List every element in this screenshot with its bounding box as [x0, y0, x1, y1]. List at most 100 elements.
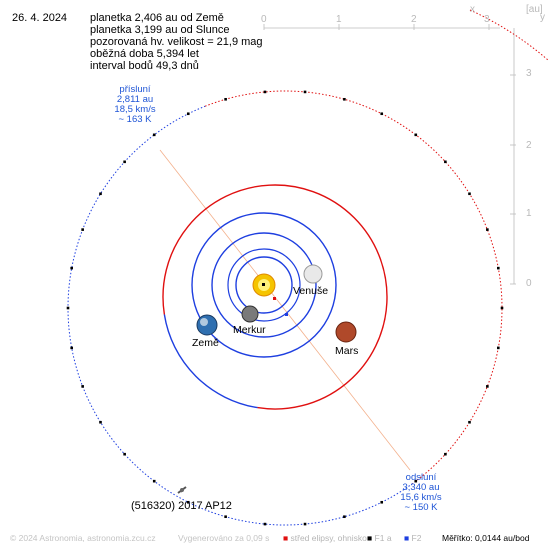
asteroid-interval-point [303, 522, 307, 526]
ellipse-center-marker [273, 297, 276, 300]
asteroid-interval-point [303, 90, 307, 94]
asteroid-interval-point [263, 90, 267, 94]
legend-f2-marker: ■ [404, 533, 410, 543]
mercury-orbit [235, 256, 293, 314]
legend-center-text: střed elipsy, ohnisko [290, 533, 367, 543]
legend-f2-text: F2 [411, 533, 422, 543]
mars-orbit-blue [163, 314, 258, 409]
legend-center-marker: ■ [283, 533, 289, 543]
venus-orbit [211, 232, 317, 338]
y-tick-1: 1 [526, 208, 532, 219]
perihelion-title: přísluní [119, 84, 151, 95]
mars-label: Mars [335, 345, 359, 357]
inner-orbit [227, 248, 301, 322]
asteroid-interval-point [186, 112, 190, 116]
asteroid-orbit-red [204, 90, 503, 484]
asteroid-interval-point [81, 385, 84, 388]
y-tick-2: 2 [526, 140, 532, 151]
earth-icon [196, 314, 218, 336]
asteroid-interval-point [70, 346, 73, 350]
asteroid-interval-point [343, 515, 346, 519]
asteroid-interval-point [99, 420, 102, 424]
asteroid-interval-point [70, 266, 73, 270]
asteroid-interval-point [152, 133, 156, 137]
info-line-period: oběžná doba 5,394 let [90, 48, 199, 60]
asteroid-orbit-blue [67, 105, 413, 526]
legend-center: ■ střed elipsy, ohnisko [283, 533, 367, 543]
date-label: 26. 4. 2024 [12, 12, 68, 24]
legend-f2: ■ F2 [404, 533, 421, 543]
apsis-line [159, 149, 411, 471]
perihelion-temp: ~ 163 K [118, 114, 152, 125]
info-line-interval: interval bodů 49,3 dnů [90, 60, 199, 72]
asteroid-interval-point [500, 306, 504, 310]
legend-f1: ■ F1 a [367, 533, 392, 543]
legend-f1-marker: ■ [367, 533, 373, 543]
asteroid-interval-point [123, 452, 126, 456]
asteroid-interval-point [414, 479, 418, 483]
x-tick-1: 1 [336, 14, 342, 25]
x-tick-0: 0 [261, 14, 267, 25]
legend-a-text: a [386, 533, 392, 543]
bodies [177, 264, 357, 494]
asteroid-interval-point [81, 228, 84, 231]
asteroid-interval-point [224, 97, 227, 101]
mercury-icon [241, 305, 259, 323]
x-tick-2: 2 [411, 14, 417, 25]
mercury-label: Merkur [233, 324, 266, 336]
asteroid-body [180, 488, 184, 492]
asteroid-interval-point [468, 192, 471, 196]
mars-icon [335, 321, 357, 343]
asteroid-interval-point [380, 500, 384, 504]
asteroid-interval-point [497, 346, 500, 350]
asteroid-interval-point [497, 266, 500, 270]
aphelion-distance: 3,340 au [402, 482, 440, 493]
asteroid-interval-point [66, 306, 70, 310]
info-line-sun-distance: planetka 3,199 au od Slunce [90, 24, 230, 36]
asteroid-interval-point [99, 192, 102, 196]
asteroid-interval-point [380, 112, 384, 116]
aphelion-title: odsluní [405, 472, 437, 483]
venus-label: Venuše [293, 285, 329, 297]
asteroid-interval-point [343, 97, 346, 101]
focus-f2-marker [285, 313, 288, 316]
mars-orbit-red [162, 184, 388, 410]
legend-f1-text: F1 [374, 533, 385, 543]
aphelion-speed: 15,6 km/s [400, 492, 442, 503]
asteroid-interval-point [468, 420, 471, 424]
asteroid-interval-point [486, 228, 489, 231]
y-tick-3: 3 [526, 68, 532, 79]
asteroid-name: (516320) 2017 AP12 [131, 500, 232, 512]
asteroid-interval-point [224, 515, 227, 519]
asteroid-interval-point [444, 452, 447, 456]
generated-time: Vygenerováno za 0,09 s [178, 533, 270, 543]
orbits [66, 9, 549, 526]
asteroid-interval-point [152, 479, 156, 483]
info-line-magnitude: pozorovaná hv. velikost = 21,9 mag [90, 36, 263, 48]
asteroid-interval-point [414, 133, 418, 137]
earth-cloud [200, 318, 208, 326]
focus-f1-marker [262, 283, 265, 286]
venus-icon [303, 264, 323, 284]
perihelion-distance: 2,811 au [116, 94, 154, 105]
copyright: © 2024 Astronomia, astronomia.zcu.cz [10, 533, 156, 543]
asteroid-interval-point [263, 522, 267, 526]
x-axis-label: x [470, 4, 475, 15]
outer-arc [469, 9, 549, 61]
unit-label: [au] [526, 4, 543, 15]
asteroid-interval-point [444, 160, 447, 164]
info-line-earth-distance: planetka 2,406 au od Země [90, 12, 224, 24]
asteroid-interval-point [123, 160, 126, 164]
perihelion-speed: 18,5 km/s [114, 104, 156, 115]
axes [263, 24, 516, 285]
asteroid-interval-point [486, 385, 489, 388]
scale-label: Měřítko: 0,0144 au/bod [442, 533, 530, 543]
asteroid-interval-point [186, 500, 190, 504]
aphelion-temp: ~ 150 K [404, 502, 438, 513]
y-axis-label: y [540, 12, 545, 23]
earth-label: Země [192, 337, 219, 349]
earth-orbit [191, 212, 337, 358]
x-tick-3: 3 [484, 14, 490, 25]
y-tick-0: 0 [526, 278, 532, 289]
